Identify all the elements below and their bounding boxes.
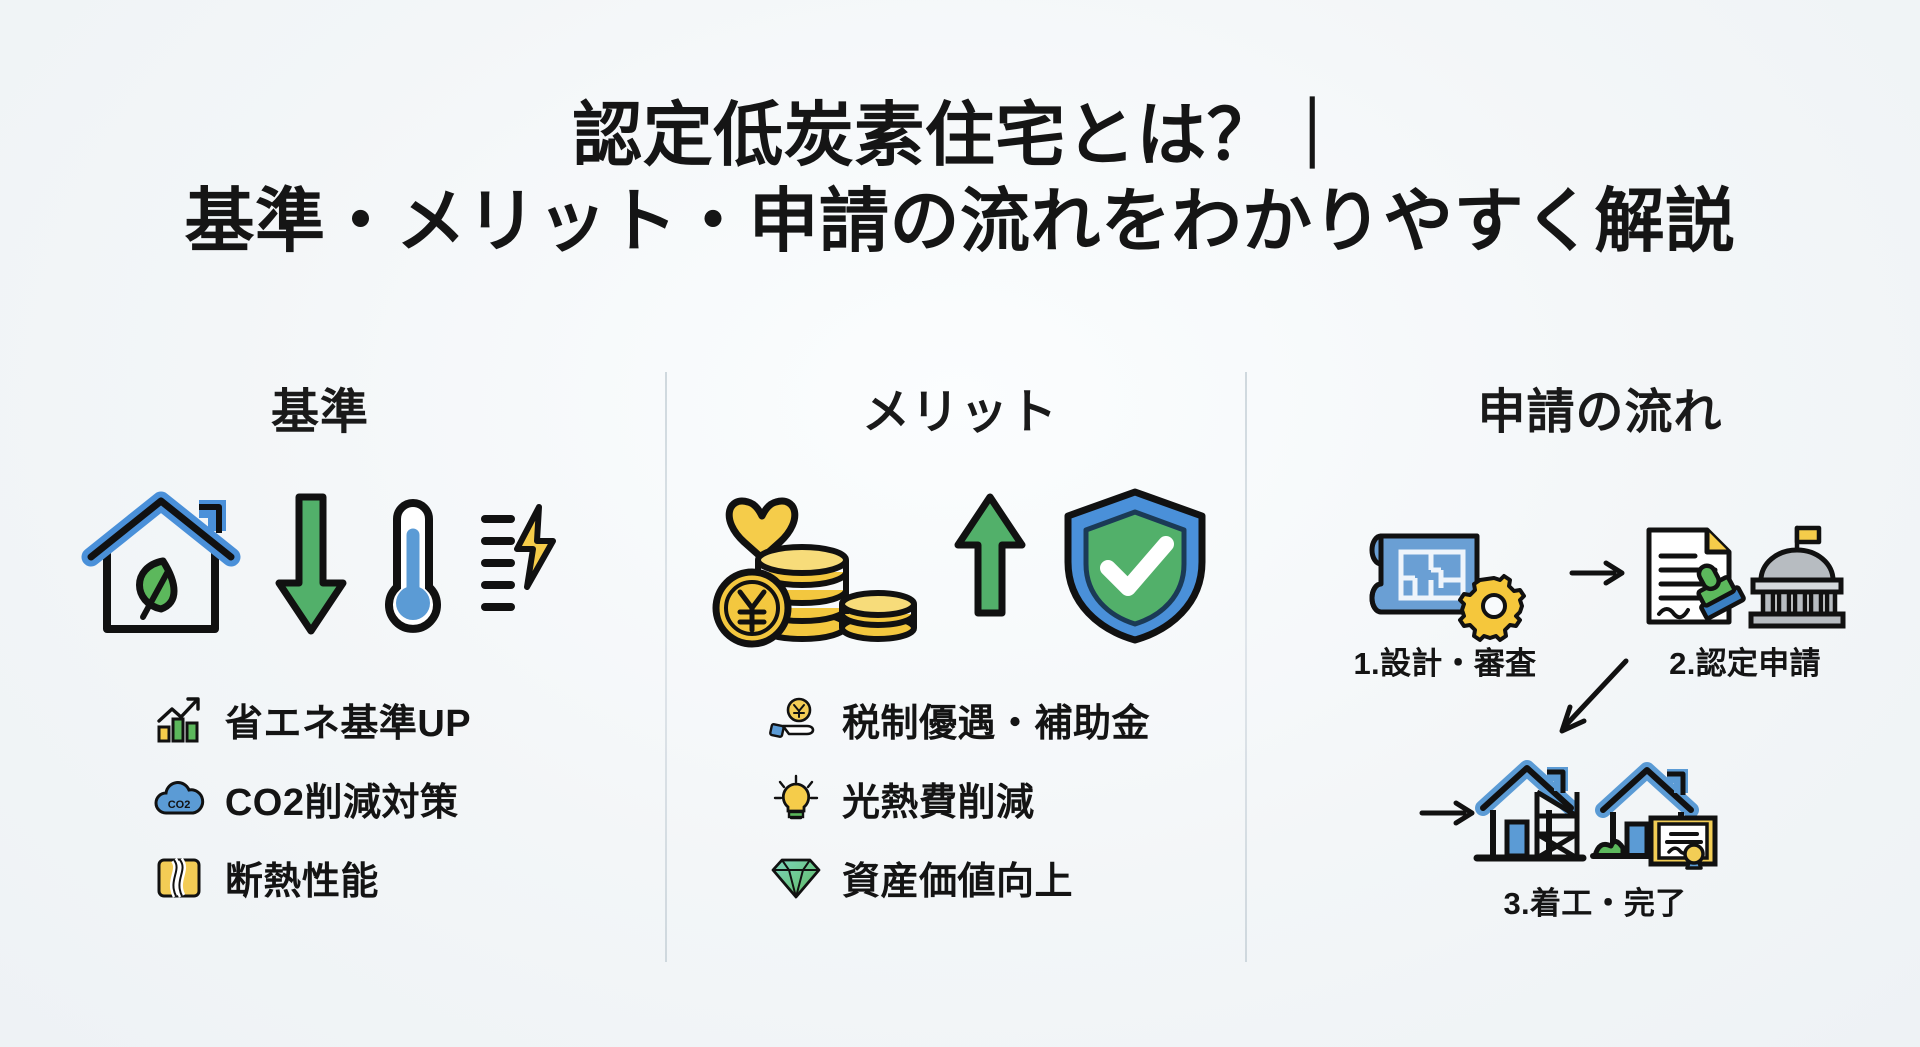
list-item: 税制優遇・補助金	[769, 692, 1150, 747]
column-merits: メリット	[640, 372, 1280, 992]
thermometer-icon	[381, 491, 449, 641]
column-heading-flow: 申請の流れ	[1477, 386, 1723, 439]
column-application-flow: 申請の流れ	[1280, 372, 1920, 992]
column-divider-2	[1245, 372, 1247, 962]
column-heading-standards: 基準	[270, 386, 369, 439]
list-item: 省エネ基準UP	[153, 692, 471, 747]
blueprint-icon	[1365, 526, 1490, 630]
hand-coin-icon	[769, 694, 822, 746]
flow-step-3-label: 3.着工・完了	[1503, 886, 1687, 921]
shield-check-icon	[1060, 486, 1210, 646]
document-stamp-icon	[1641, 522, 1746, 630]
hero-icons-standards	[81, 476, 559, 656]
flow-step-2: 2.認定申請	[1620, 510, 1870, 683]
column-divider-1	[665, 372, 667, 962]
arrow-right-icon	[1569, 558, 1628, 588]
up-arrow-icon	[954, 491, 1026, 641]
insulation-icon	[153, 852, 205, 904]
bullet-list-merits: 税制優遇・補助金 光熱費削減	[769, 692, 1150, 905]
svg-text:CO2: CO2	[168, 799, 191, 811]
list-item-label: 断熱性能	[224, 861, 379, 903]
list-item-label: 資産価値向上	[841, 861, 1073, 903]
lightning-bolt-icon	[481, 491, 559, 641]
diamond-icon	[770, 852, 822, 904]
arrow-diagonal-down-left-icon	[1548, 655, 1638, 745]
list-item-label: 税制優遇・補助金	[841, 703, 1150, 745]
flow-step-1-label: 1.設計・審査	[1353, 646, 1537, 681]
title-line-2: 基準・メリット・申請の流れをわかりやすく解説	[184, 182, 1736, 261]
hero-icons-merits	[710, 476, 1210, 656]
title-line-1: 認定低炭素住宅とは？｜	[572, 96, 1348, 174]
bar-chart-up-icon	[153, 694, 205, 746]
lightbulb-icon	[770, 773, 822, 825]
house-certificate-icon	[1590, 760, 1719, 870]
arrow-right-icon	[1419, 798, 1478, 828]
flow-step-2-icons	[1620, 510, 1870, 630]
column-standards: 基準	[0, 372, 640, 992]
eco-house-icon	[81, 491, 241, 641]
list-item: CO2 CO2削減対策	[153, 771, 471, 826]
bullet-list-standards: 省エネ基準UP CO2 CO2削減対策	[153, 692, 471, 905]
government-building-icon	[1745, 522, 1849, 630]
list-item: 光熱費削減	[770, 771, 1150, 826]
columns-container: 基準	[0, 372, 1920, 992]
heart-icon	[725, 497, 799, 562]
page-title: 認定低炭素住宅とは？｜ 基準・メリット・申請の流れをわかりやすく解説	[0, 96, 1920, 261]
coins-yen-icon	[710, 486, 920, 648]
flow-diagram: 1.設計・審査	[1320, 480, 1880, 950]
flow-step-2-label: 2.認定申請	[1669, 646, 1821, 681]
flow-step-3: 3.着工・完了	[1470, 750, 1720, 923]
flow-step-3-icons	[1470, 750, 1720, 870]
list-item-label: 省エネ基準UP	[224, 703, 472, 745]
co2-cloud-icon: CO2	[153, 773, 205, 825]
list-item-label: 光熱費削減	[841, 782, 1035, 824]
list-item: 断熱性能	[153, 850, 471, 905]
column-heading-merits: メリット	[861, 386, 1058, 439]
flow-step-1-icons	[1320, 510, 1570, 642]
list-item-label: CO2削減対策	[224, 782, 459, 824]
house-construction-icon	[1471, 760, 1589, 870]
list-item: 資産価値向上	[770, 850, 1150, 905]
down-arrow-icon	[275, 491, 347, 641]
gear-icon	[1457, 574, 1526, 642]
flow-step-1: 1.設計・審査	[1320, 510, 1570, 683]
